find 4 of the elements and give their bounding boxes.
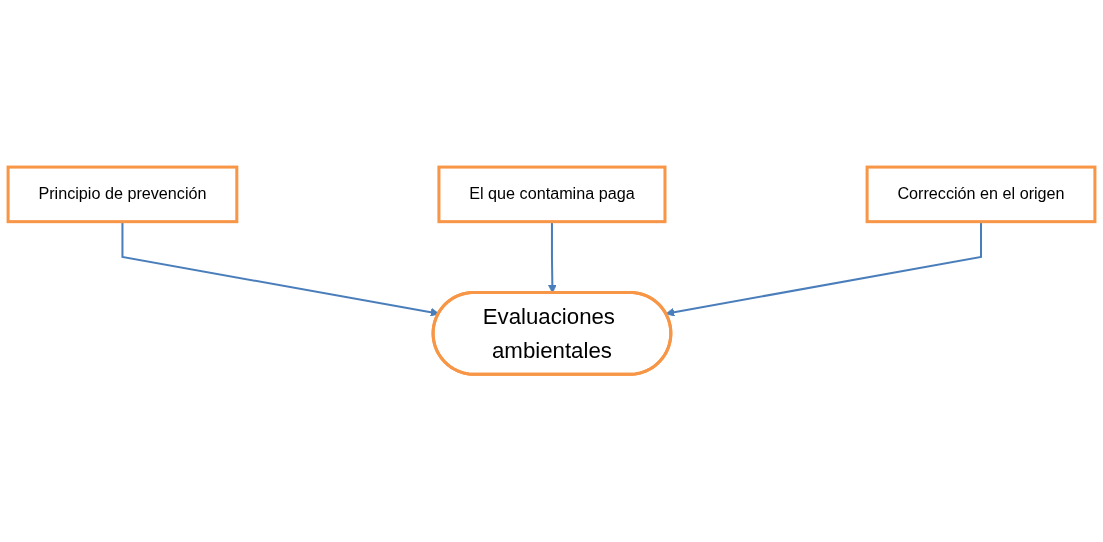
arrow (665, 222, 982, 317)
node-box: Corrección en el origen (865, 165, 1097, 224)
node-box: El que contamina paga (437, 165, 667, 224)
node-box: Principio de prevención (6, 165, 239, 224)
